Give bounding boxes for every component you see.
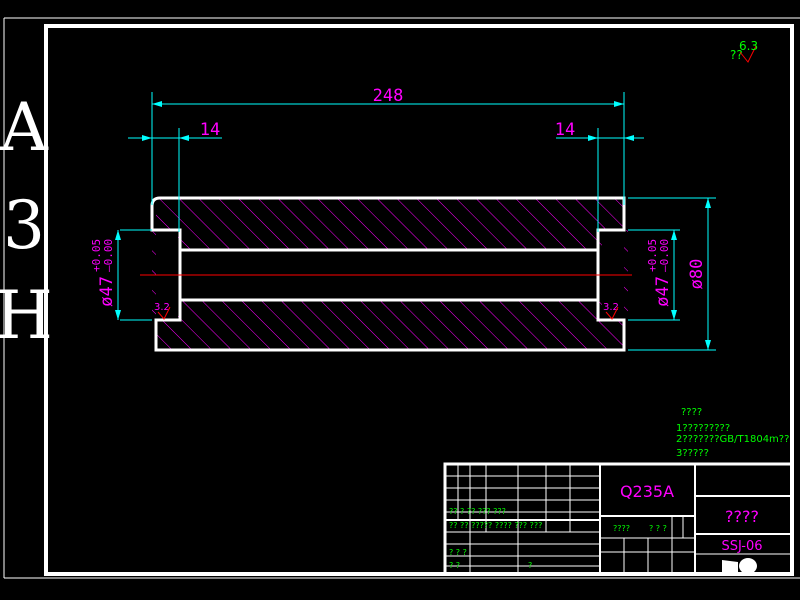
dim-text-left-bore-tol-upper: +0.05 (90, 239, 103, 272)
inner-border (44, 24, 794, 576)
notes-heading: ???? (681, 407, 702, 418)
title-block-part-name: ???? (725, 507, 759, 526)
title-block-row-label-4: ? ? ? (649, 524, 667, 533)
title-block-material: Q235A (620, 482, 674, 501)
hatched-wall-area (152, 198, 628, 350)
dim-text-right-bore-tol-lower: –0.00 (658, 239, 671, 272)
notes-line-3: 3????? (676, 448, 709, 459)
part-section-view (140, 196, 632, 352)
dimension-arrows (115, 101, 711, 350)
title-block-row-label-5: ? ? ? (449, 548, 467, 557)
roughness-left-icon (157, 306, 171, 320)
dim-text-outer-diameter: ø80 (687, 259, 707, 290)
roughness-check-icon (739, 45, 757, 63)
roughness-symbol-left: 3.2 (154, 302, 171, 320)
title-block-row-label-6: ? (528, 561, 532, 570)
title-block: Q235A ???? SSJ-06 ?? ? ?? ??? ??? ?? ?? … (443, 462, 794, 576)
drawing-frame (3, 17, 800, 579)
sheet-size-letter-a: A (0, 89, 49, 166)
roughness-left-value: 3.2 (154, 302, 170, 313)
roughness-right-icon (605, 306, 619, 320)
roughness-right-value: 3.2 (603, 302, 619, 313)
general-roughness-symbol: ?? 6.3 (730, 39, 758, 63)
general-roughness-value: 6.3 (739, 39, 758, 53)
roughness-symbol-right: 3.2 (603, 302, 619, 320)
notes-line-1: 1????????? (676, 423, 730, 434)
title-block-row-label-2: ?? ?? ????? ???? ??? ??? (449, 521, 542, 530)
dimension-texts: 248 14 14 ø47 +0.05 –0.00 ø47 +0.05 –0.0… (90, 86, 707, 307)
title-block-drawing-number: SSJ-06 (721, 539, 762, 554)
sheet-size-marker: A 3 H (0, 89, 53, 354)
dim-text-left-step: 14 (200, 120, 220, 140)
projection-circle (739, 558, 757, 574)
technical-notes: ???? 1????????? 2???????GB/T1804m?? 3???… (676, 407, 789, 459)
title-block-row-label-1: ?? ? ?? ??? ??? (449, 507, 506, 516)
dim-text-overall-length: 248 (373, 86, 404, 106)
sheet-size-letter-3: 3 (3, 187, 45, 264)
sheet-size-letter-h: H (0, 277, 53, 354)
dim-text-right-step: 14 (555, 120, 575, 140)
notes-line-2: 2???????GB/T1804m?? (676, 434, 789, 445)
title-block-row-label-7: ? ? (449, 561, 460, 570)
general-roughness-prefix: ?? (730, 48, 743, 62)
dim-text-left-bore-tol-lower: –0.00 (102, 239, 115, 272)
title-block-row-label-3: ???? (613, 524, 630, 533)
dim-text-left-bore: ø47 (97, 276, 117, 307)
dimension-lines (117, 92, 716, 351)
projection-cone (722, 560, 738, 572)
projection-symbol (722, 558, 757, 574)
dim-text-right-bore-tol-upper: +0.05 (646, 239, 659, 272)
dim-text-right-bore: ø47 (653, 276, 673, 307)
